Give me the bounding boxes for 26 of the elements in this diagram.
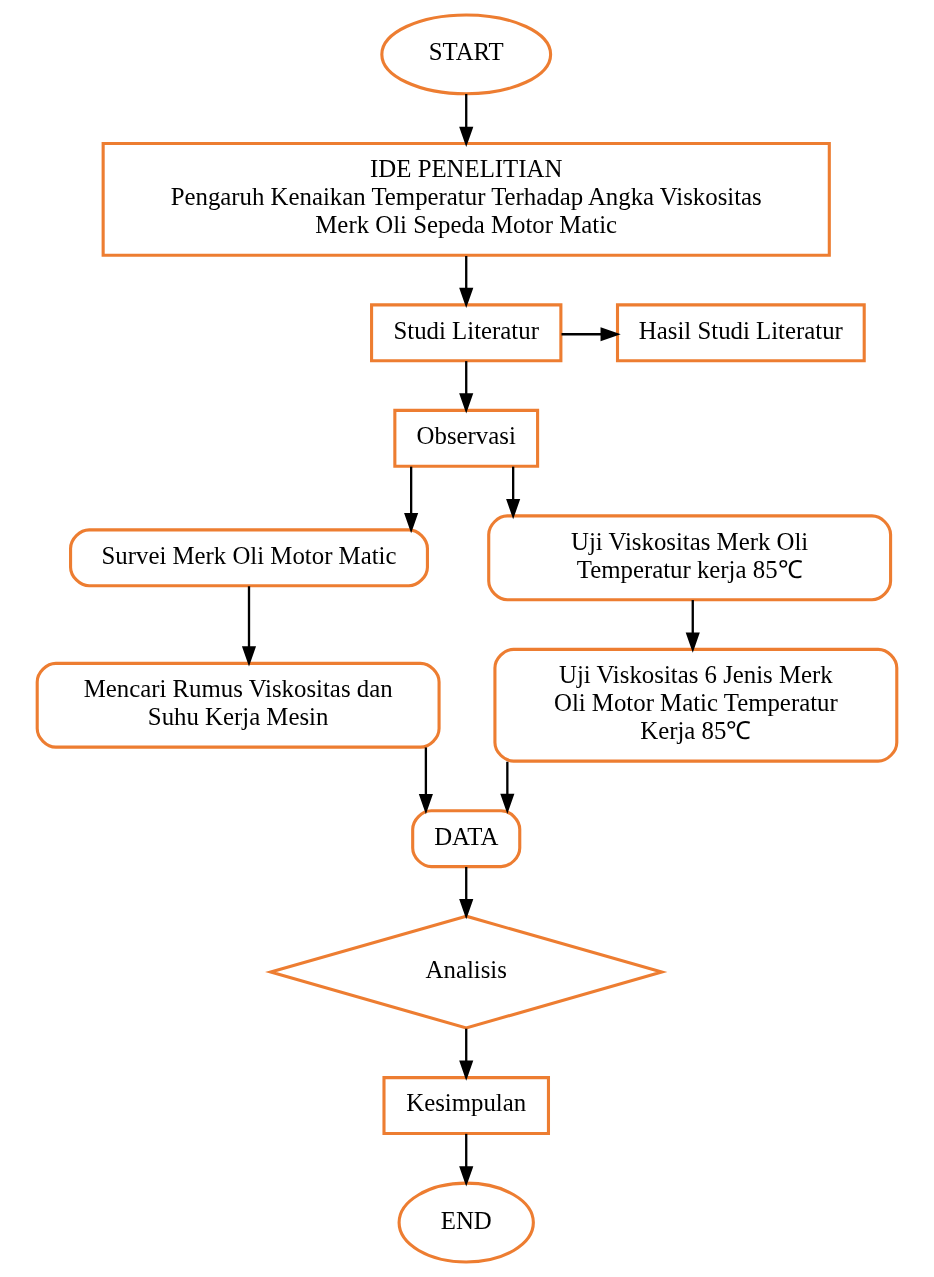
node-box: Uji Viskositas 6 Jenis Merk Oli Motor Matic Temperatur Kerja 85℃ <box>493 647 899 763</box>
node-box: Hasil Studi Literatur <box>615 303 866 363</box>
node-box: Studi Literatur <box>370 303 563 363</box>
arrow <box>241 586 257 667</box>
arrow <box>459 1028 474 1081</box>
node-box: Survei Merk Oli Motor Matic <box>69 528 429 588</box>
arrow <box>459 361 474 414</box>
node-box: Observasi <box>393 408 540 468</box>
node-box: Kesimpulan <box>382 1076 550 1135</box>
node-ellipse: END <box>397 1181 535 1264</box>
node-box: Uji Viskositas Merk Oli Temperatur kerja 85℃ <box>487 514 893 602</box>
arrow <box>459 94 474 148</box>
arrow <box>459 256 474 309</box>
arrow <box>500 761 515 814</box>
arrow <box>459 1133 474 1187</box>
arrow <box>561 327 621 342</box>
node-diamond: Analisis <box>265 914 668 1030</box>
arrow <box>459 866 474 920</box>
arrow <box>404 466 419 534</box>
node-ellipse: START <box>380 13 553 96</box>
arrow <box>685 600 700 653</box>
node-box: DATA <box>411 809 522 869</box>
node-box: IDE PENELITIAN Pengaruh Kenaikan Temperatur Terhadap Angka Viskositas Merk Oli Sepeda Motor Matic <box>101 142 831 257</box>
node-box: Mencari Rumus Viskositas dan Suhu Kerja Mesin <box>35 661 441 749</box>
arrow <box>418 747 433 815</box>
arrow <box>506 466 521 520</box>
